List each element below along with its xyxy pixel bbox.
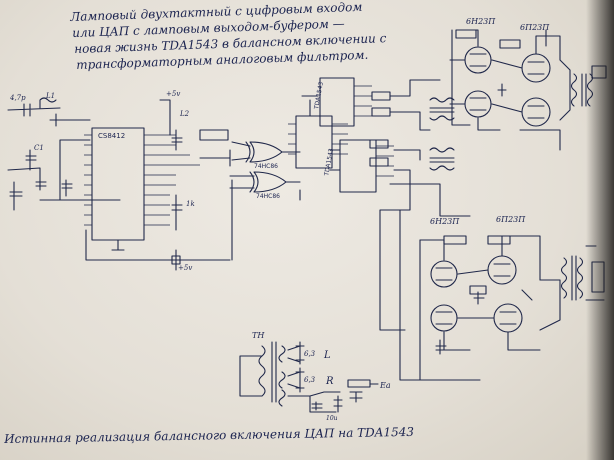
- paper-edge-shadow: [586, 0, 614, 460]
- tube-stage-top: [449, 29, 607, 151]
- mid-transformers: [429, 97, 455, 171]
- input-section: [7, 97, 121, 211]
- ic-74hc86-label-b: 74HC86: [256, 193, 280, 200]
- tube-top-left-label: 6Н23П: [466, 17, 496, 26]
- output-l-label: L: [323, 350, 331, 361]
- plus5-label-b: +5v: [178, 264, 192, 272]
- tda1543-upper-small: [319, 77, 391, 127]
- tda1543-top: [288, 95, 348, 169]
- plus5-label-a: +5v: [166, 90, 180, 98]
- routing-wires: [231, 79, 471, 331]
- tube-top-right-label: 6П23П: [520, 23, 550, 32]
- logic-gates: [199, 129, 301, 193]
- l1-label: L1: [45, 92, 55, 100]
- cap-4p7-label: 4,7p: [9, 94, 26, 102]
- tube-stage-bottom: [399, 209, 605, 381]
- anode-supply-label: Ea: [379, 381, 391, 390]
- tda-bottom-label: TDA1543: [323, 148, 335, 178]
- tube-bottom-right-label: 6П23П: [496, 215, 526, 224]
- heater-63-label-b: 6,3: [304, 376, 316, 384]
- resistor-1k-label: 1k: [186, 200, 195, 208]
- tube-bottom-left-label: 6Н23П: [430, 217, 460, 226]
- tda-top-label: TDA1543: [313, 81, 325, 111]
- l2-label: L2: [179, 110, 190, 118]
- heater-63-label-a: 6,3: [304, 350, 316, 358]
- tda1543-lower: [329, 139, 394, 193]
- cs8412-chip: [84, 99, 231, 271]
- c1-label: C1: [34, 144, 44, 152]
- output-r-label: R: [325, 376, 334, 387]
- power-transformer: [239, 341, 379, 413]
- transformer-tn-label: TН: [252, 331, 265, 340]
- ic-74hc86-label-a: 74HC86: [254, 163, 278, 170]
- cap-10u-label: 10u: [326, 415, 338, 422]
- cs8412-label: CS8412: [98, 132, 125, 140]
